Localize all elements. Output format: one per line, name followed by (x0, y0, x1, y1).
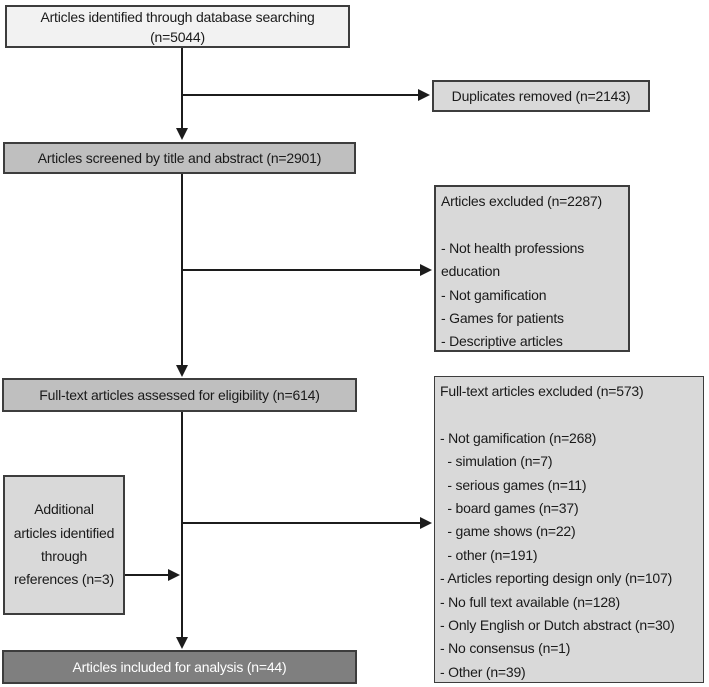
arrow-to-excluded-abstract (181, 264, 432, 276)
excluded-item: - game shows (n=22) (440, 523, 576, 540)
excluded-item: - Only English or Dutch abstract (n=30) (440, 617, 675, 634)
box-fulltext-excluded: Full-text articles excluded (n=573) - No… (434, 376, 704, 683)
box-articles-screened-label: Articles screened by title and abstract … (37, 150, 322, 166)
box-duplicates-removed-label: Duplicates removed (n=2143) (451, 88, 631, 104)
box-additional-articles: Additional articles identified through r… (3, 475, 125, 615)
excluded-item: - board games (n=37) (440, 500, 579, 517)
arrow-fulltext-to-included (176, 412, 188, 649)
box-articles-identified-label: Articles identified through database sea… (40, 8, 315, 45)
fulltext-excluded-title: Full-text articles excluded (n=573) (440, 383, 644, 399)
excluded-item: - Descriptive articles (441, 333, 563, 350)
box-duplicates-removed: Duplicates removed (n=2143) (432, 80, 650, 112)
excluded-item: - Not gamification (n=268) (440, 429, 597, 446)
arrow-identified-to-screened (176, 48, 188, 140)
excluded-item: - Articles reporting design only (n=107) (440, 570, 673, 587)
excluded-item: - Not health professions education (441, 239, 588, 280)
arrow-to-excluded-fulltext (181, 517, 432, 529)
excluded-item: - other (n=191) (440, 546, 538, 563)
box-articles-excluded-abstract: Articles excluded (n=2287) - Not health … (434, 185, 630, 352)
excluded-item: - Games for patients (441, 310, 564, 327)
excluded-abstract-items: - Not health professions education - Not … (441, 237, 623, 354)
box-articles-screened: Articles screened by title and abstract … (3, 142, 356, 174)
box-articles-included: Articles included for analysis (n=44) (2, 650, 357, 684)
box-additional-articles-label: Additional articles identified through r… (13, 501, 115, 588)
box-fulltext-assessed-label: Full-text articles assessed for eligibil… (39, 387, 320, 403)
arrow-to-duplicates (181, 89, 430, 101)
excluded-abstract-title: Articles excluded (n=2287) (441, 193, 602, 209)
box-articles-included-label: Articles included for analysis (n=44) (72, 659, 287, 675)
box-fulltext-assessed: Full-text articles assessed for eligibil… (2, 378, 357, 412)
box-articles-identified: Articles identified through database sea… (5, 5, 350, 48)
excluded-item: - simulation (n=7) (440, 453, 553, 470)
excluded-item: - No consensus (n=1) (440, 640, 571, 657)
arrow-additional-to-spine (125, 569, 180, 581)
excluded-item: - serious games (n=11) (440, 476, 587, 493)
arrow-screened-to-fulltext (176, 174, 188, 377)
excluded-item: - Other (n=39) (440, 663, 526, 680)
fulltext-excluded-items: - Not gamification (n=268) - simulation … (440, 427, 698, 684)
excluded-item: - Not gamification (441, 286, 547, 303)
excluded-item: - No full text available (n=128) (440, 593, 620, 610)
